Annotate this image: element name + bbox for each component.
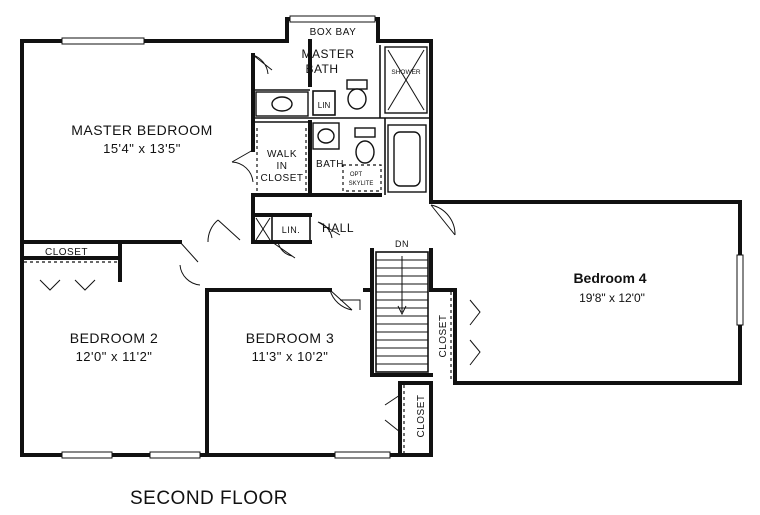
closet-bedroom2-label: CLOSET [45, 247, 88, 258]
master-bedroom-size: 15'4" x 13'5" [103, 141, 181, 156]
doors [39, 54, 481, 433]
opt-skylite-label-line2: SKYLITE [349, 181, 374, 187]
walk-in-closet-label-line3: CLOSET [260, 173, 303, 184]
bath-fixtures [255, 46, 428, 241]
walk-in-closet-label-line2: IN [277, 161, 288, 172]
master-bedroom-name: MASTER BEDROOM [71, 122, 213, 138]
master-bath-label-line1: MASTER [301, 47, 354, 61]
bedroom-3-name: BEDROOM 3 [246, 330, 335, 346]
closet-bedroom4-label: CLOSET [438, 314, 449, 357]
closet-bedroom3-label: CLOSET [416, 394, 427, 437]
shower-label: SHOWER [391, 69, 421, 76]
master-bath-label-line2: BATH [305, 62, 338, 76]
stairs [375, 251, 429, 373]
opt-skylite-label-line1: OPT [350, 172, 363, 178]
linen-label-lower: LIN. [282, 225, 301, 235]
bedroom-3-size: 11'3" x 10'2" [252, 349, 329, 364]
exterior-walls [20, 17, 742, 457]
floor-caption: SECOND FLOOR [130, 488, 288, 509]
bedroom-2-size: 12'0" x 11'2" [76, 349, 153, 364]
walk-in-closet-label-line1: WALK [267, 149, 297, 160]
hall-label: HALL [322, 221, 354, 235]
linen-label-upper: LIN [318, 101, 331, 110]
bath-label: BATH [316, 159, 344, 170]
bedroom-2-name: BEDROOM 2 [70, 330, 159, 346]
windows [61, 15, 744, 459]
bedroom-4-size: 19'8" x 12'0" [579, 291, 645, 305]
interior-walls [20, 39, 457, 457]
bedroom-4-name: Bedroom 4 [573, 270, 646, 286]
box-bay-label: BOX BAY [310, 27, 357, 38]
stairs-dn-label: DN [395, 239, 409, 249]
